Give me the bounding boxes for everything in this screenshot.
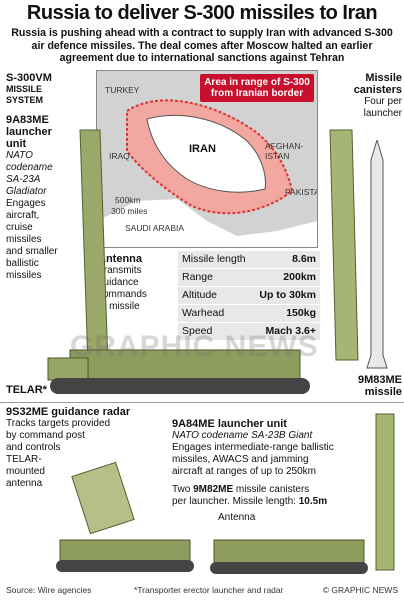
map-label-saudi: SAUDI ARABIA [125,223,185,233]
launcher-illustration [40,110,370,400]
launcher-hull [69,349,301,381]
l84-illustration [204,530,369,580]
range-callout: Area in range of S-300 from Iranian bord… [200,74,314,102]
map-label-iraq: IRAQ [109,151,130,161]
iran-shape [146,114,266,193]
footer-source: Source: Wire agencies [6,585,92,595]
missile-9m83me [365,138,389,370]
missile-canister [329,129,359,361]
map-scale-mi: 300 miles [111,206,148,216]
radar-description: 9S32ME guidance radar Tracks targets pro… [6,406,131,489]
radar-tracks [56,560,194,572]
telar-label: TELAR* [6,384,47,396]
launcher-tracks [50,378,310,394]
page-title: Russia to deliver S-300 missiles to Iran [26,2,378,24]
watermark: GRAPHIC NEWS [70,330,319,363]
map-svg [97,71,317,247]
missile-label: 9M83ME missile [357,374,402,398]
l84-canister [372,412,398,572]
range-map: IRAN TURKEY IRAQ AFGHAN-ISTAN SAUDI ARAB… [96,70,318,248]
radar-panel [71,461,135,535]
map-label-afghanistan: AFGHAN-ISTAN [265,141,304,161]
map-label-turkey: TURKEY [105,85,140,95]
map-label-pakistan: PAKISTAN [285,187,317,197]
system-label: S-300VM MISSILE SYSTEM [6,72,52,105]
launcher-description: 9A83ME launcher unit NATO codename SA-23… [6,114,58,281]
radar-illustration [50,460,200,578]
radar-hull [59,539,191,563]
missile-body [366,138,388,369]
canisters-label: Missile canisters Four per launcher [353,72,402,119]
intro-text: Russia is pushing ahead with a contract … [11,27,393,64]
footer-note: *Transporter erector launcher and radar [134,585,284,595]
l84-description: 9A84ME launcher unit NATO codename SA-23… [172,418,334,523]
l84-tracks [210,562,368,574]
l84-canister-shape [375,413,395,571]
l84-hull [213,539,365,565]
map-scale-km: 500km [115,195,141,205]
footer-credit: © GRAPHIC NEWS [322,585,398,595]
antenna-description: Antenna Transmits guidance commands to m… [98,253,147,312]
section-divider [0,402,404,403]
map-sea [97,199,317,247]
map-label-iran: IRAN [189,143,216,155]
